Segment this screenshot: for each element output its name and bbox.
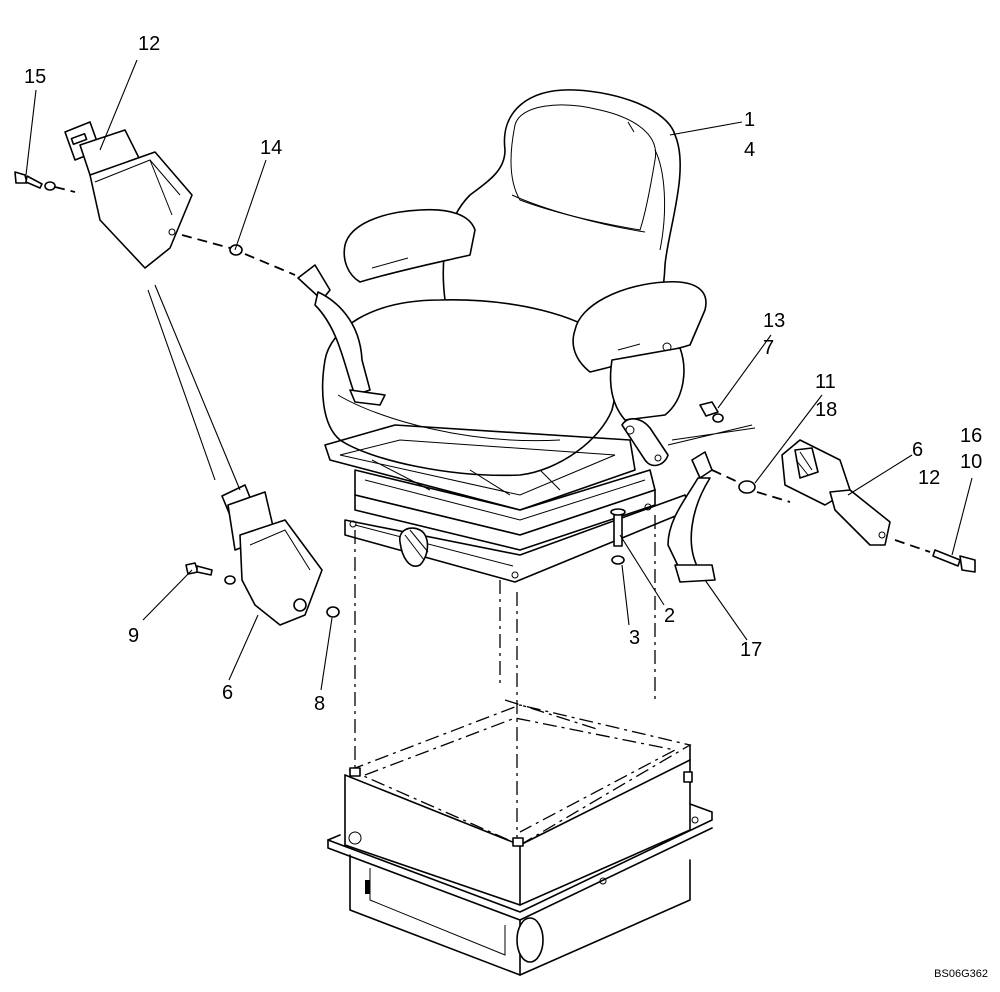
callout-7: 7: [763, 337, 775, 359]
callout-6-left: 6: [222, 682, 234, 704]
callout-8: 8: [314, 693, 326, 715]
belt-strap-left: [297, 264, 386, 406]
belt-strap-right: [621, 401, 791, 583]
callout-3: 3: [629, 627, 641, 649]
callout-2: 2: [664, 605, 676, 627]
belt-buckle-right: [781, 439, 976, 573]
callout-13: 13: [763, 310, 786, 332]
drawing-reference: BS06G362: [934, 968, 988, 980]
callout-17: 17: [740, 639, 763, 661]
callout-4: 4: [744, 139, 756, 161]
callout-12-right: 12: [918, 467, 941, 489]
seat-assembly: [321, 89, 707, 583]
callout-9: 9: [128, 625, 140, 647]
leader-lines: [25, 59, 973, 691]
callout-18: 18: [815, 399, 838, 421]
seat-stand: [327, 515, 713, 976]
callout-11: 11: [815, 371, 836, 393]
callout-14: 14: [260, 137, 283, 159]
callout-16: 16: [960, 425, 983, 447]
callout-10: 10: [960, 451, 983, 473]
belt-buckle-lower-left: [185, 484, 340, 626]
callout-1: 1: [744, 109, 756, 131]
belt-buckle-upper-left: [14, 121, 193, 269]
callout-6-right: 6: [912, 439, 924, 461]
callout-12-upper: 12: [138, 33, 161, 55]
callout-15: 15: [24, 66, 47, 88]
